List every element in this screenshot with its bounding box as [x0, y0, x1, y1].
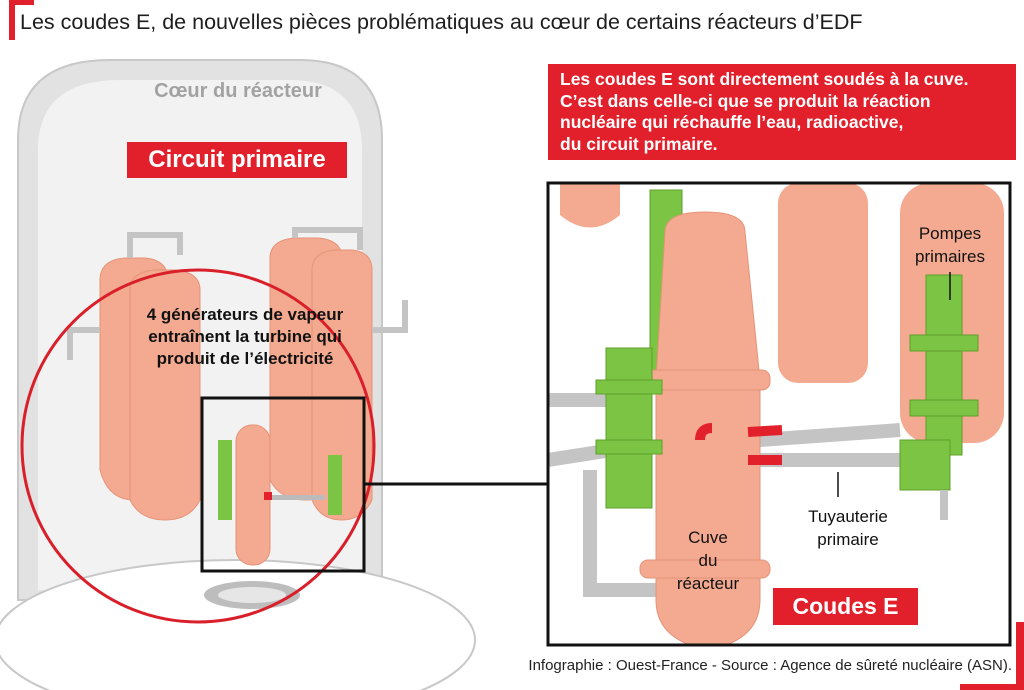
- info-line: Les coudes E sont directement soudés à l…: [560, 69, 969, 89]
- generators-label: 4 générateurs de vapeur entraînent la tu…: [110, 304, 380, 370]
- corner-bracket-bottom-right: [960, 622, 1024, 690]
- piping-label: Tuyauterie primaire: [788, 505, 908, 551]
- info-line: du circuit primaire.: [560, 133, 718, 154]
- containment-label: Cœur du réacteur: [154, 80, 322, 102]
- steam-generators: [99, 237, 373, 521]
- info-line: C’est dans celle-ci que se produit la ré…: [560, 90, 931, 111]
- pumps-line: Pompes: [918, 224, 982, 243]
- mini-reactor: [218, 424, 342, 566]
- vessel-label: Cuve du réacteur: [656, 526, 760, 595]
- primary-circuit-circle: [20, 268, 376, 624]
- vessel-line: Cuve: [688, 528, 728, 547]
- pumps-line: primaires: [915, 247, 985, 266]
- pumps-label: Pompes primaires: [890, 222, 1010, 268]
- generators-line: produit de l’électricité: [156, 349, 334, 368]
- primary-piping-left: [67, 227, 408, 360]
- elbow-e-markers: [695, 423, 783, 465]
- page-title: Les coudes E, de nouvelles pièces problé…: [20, 10, 863, 34]
- piping-line: Tuyauterie: [808, 507, 888, 526]
- vessel-line: du: [698, 551, 718, 570]
- generators-line: 4 générateurs de vapeur: [146, 305, 344, 324]
- source-credit: Infographie : Ouest-France - Source : Ag…: [528, 657, 1012, 674]
- coudes-e-tag: Coudes E: [773, 588, 918, 625]
- info-box: Les coudes E sont directement soudés à l…: [548, 64, 1016, 160]
- circuit-primaire-tag: Circuit primaire: [127, 142, 347, 178]
- corner-bracket-top-left: [9, 0, 34, 40]
- generators-line: entraînent la turbine qui: [148, 327, 342, 346]
- info-line: nucléaire qui réchauffe l’eau, radioacti…: [560, 112, 904, 132]
- zoom-panel: [546, 181, 1012, 647]
- piping-line: primaire: [817, 530, 879, 549]
- vessel-line: réacteur: [676, 574, 740, 593]
